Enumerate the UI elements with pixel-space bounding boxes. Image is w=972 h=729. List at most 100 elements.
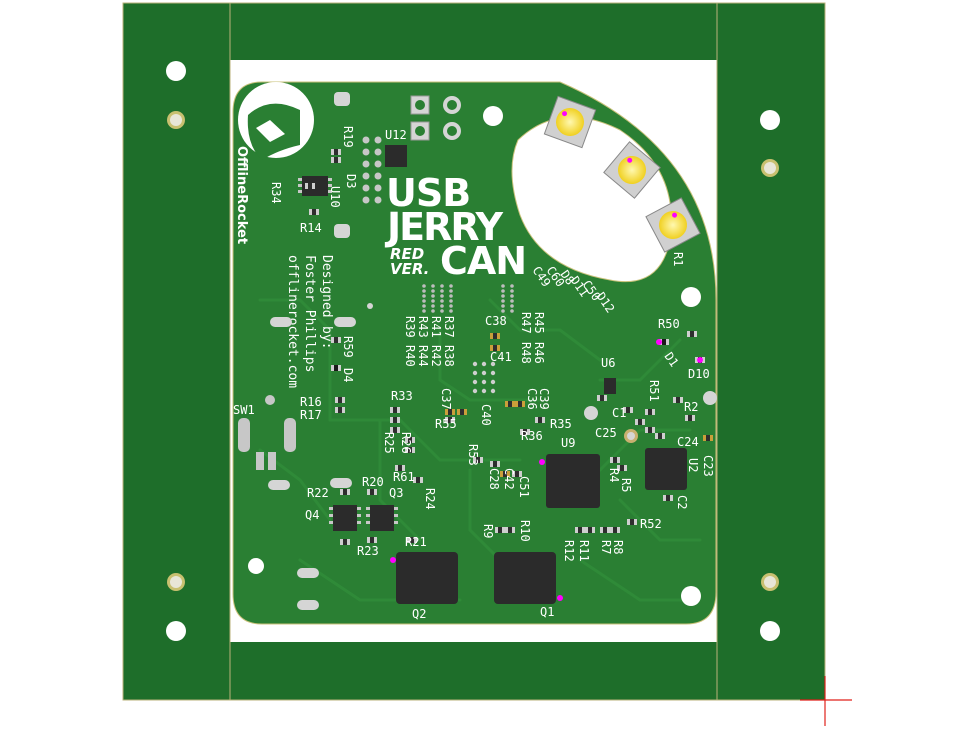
label-u6: U6 [601, 356, 615, 370]
silkscreen-labels: SW1 R16 R17 R14 R34 R19 U12 D3 U10 R59 D… [233, 126, 715, 621]
label-u9: U9 [561, 436, 575, 450]
label-r37: R37 [442, 316, 456, 338]
label-r5: R5 [619, 478, 633, 492]
component-body [508, 527, 512, 533]
component-body [448, 409, 452, 415]
via [449, 304, 453, 308]
label-c51: C51 [517, 476, 531, 498]
via [510, 289, 514, 293]
label-r38: R38 [442, 345, 456, 367]
q3-q4-ics [329, 505, 398, 531]
credits-line1: Designed [319, 255, 334, 318]
via [449, 289, 453, 293]
label-q1: Q1 [540, 605, 554, 619]
title-line3: CAN [440, 239, 526, 283]
label-d4: D4 [341, 368, 355, 382]
label-r48: R48 [519, 342, 533, 364]
credits-block: Designed by: Foster Phillips offlinerock… [285, 255, 334, 388]
label-c37: C37 [439, 388, 453, 410]
via [501, 299, 505, 303]
component-body [706, 435, 710, 441]
label-q2: Q2 [412, 607, 426, 621]
via [431, 309, 435, 313]
via [490, 379, 496, 385]
label-r50: R50 [658, 317, 680, 331]
component-body [600, 395, 604, 401]
credits-line4: offlinerocket.com [285, 255, 300, 388]
component-body [503, 471, 507, 477]
title-variant-line2: VER. [390, 260, 429, 278]
title-line1: USB [386, 171, 470, 215]
component-body [493, 461, 497, 467]
component-body [312, 209, 316, 215]
component-body [370, 489, 374, 495]
label-c41: C41 [490, 350, 512, 364]
led-2 [603, 141, 661, 199]
label-r53: R53 [466, 444, 480, 466]
label-r11: R11 [577, 540, 591, 562]
test-points [367, 303, 717, 443]
component-body [448, 417, 452, 423]
via [510, 294, 514, 298]
component-body [508, 401, 512, 407]
label-r14: R14 [300, 221, 322, 235]
component-body [393, 427, 397, 433]
via [481, 361, 487, 367]
via [472, 388, 478, 394]
via [490, 370, 496, 376]
q1-q2-mosfets [390, 552, 563, 604]
component-body [408, 447, 412, 453]
component-body [334, 337, 338, 343]
component-body [408, 437, 412, 443]
via [481, 370, 487, 376]
label-r9: R9 [481, 524, 495, 538]
label-r2: R2 [684, 400, 698, 414]
via [449, 309, 453, 313]
label-r16: R16 [300, 395, 322, 409]
led-array [543, 95, 701, 253]
title-line2: JERRY [384, 205, 504, 249]
component-body [343, 489, 347, 495]
via [440, 309, 444, 313]
via [431, 284, 435, 288]
component-body [518, 401, 522, 407]
via [449, 284, 453, 288]
component-body [498, 527, 502, 533]
via [501, 304, 505, 308]
via [422, 304, 426, 308]
label-r39: R39 [403, 316, 417, 338]
label-d3: D3 [344, 174, 358, 188]
label-r59: R59 [341, 336, 355, 358]
label-d8: D8 [558, 268, 578, 288]
component-body [334, 365, 338, 371]
component-body [690, 331, 694, 337]
component-body [630, 519, 634, 525]
label-r51: R51 [647, 380, 661, 402]
via [472, 370, 478, 376]
label-r23: R23 [357, 544, 379, 558]
via [501, 289, 505, 293]
component-body [476, 457, 480, 463]
label-r34: R34 [269, 182, 283, 204]
label-r43: R43 [416, 316, 430, 338]
label-r35: R35 [550, 417, 572, 431]
label-c42: C42 [502, 468, 516, 490]
label-r7: R7 [599, 540, 613, 554]
via [472, 361, 478, 367]
component-body [334, 157, 338, 163]
u6-ic [604, 378, 616, 394]
label-r24: R24 [423, 488, 437, 510]
component-body [398, 465, 402, 471]
label-r26: R26 [399, 432, 413, 454]
via [431, 294, 435, 298]
via [481, 379, 487, 385]
credits-line3: Foster Phillips [302, 255, 317, 372]
component-body [334, 149, 338, 155]
label-r36: R36 [521, 429, 543, 443]
component-body [410, 537, 414, 543]
header-pins [410, 95, 461, 141]
label-r25: R25 [382, 432, 396, 454]
label-q3: Q3 [389, 486, 403, 500]
credits-line2: by: [319, 326, 334, 349]
